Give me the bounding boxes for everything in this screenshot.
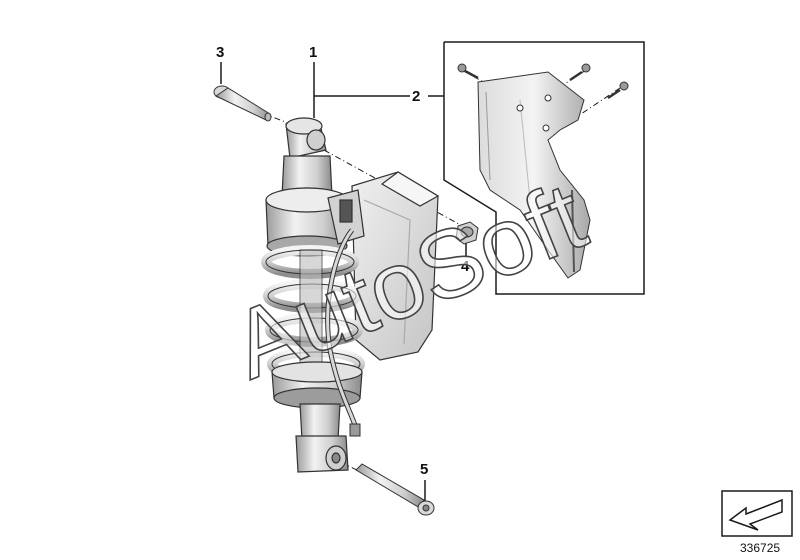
reservoir-tank [351,171,440,361]
callout-5: 5 [420,461,429,478]
bracket-detail-frame [443,41,645,295]
callout-3: 3 [216,44,225,61]
shock-absorber [261,117,365,473]
bracket-screws [457,63,629,100]
bolt-upper [213,85,272,122]
bolt-lower [355,463,435,516]
screw-b [569,63,591,82]
leader-lines [220,62,467,506]
hydraulic-hose [325,228,361,437]
reference-number: 336725 [740,541,781,555]
screw-a [457,63,479,80]
nut-part [455,221,479,245]
arrow-down-left-icon[interactable] [721,490,793,537]
callout-1: 1 [309,44,318,61]
callout-4: 4 [461,258,470,275]
mounting-bracket [477,71,591,279]
screw-c [607,81,629,100]
callout-2: 2 [412,88,421,105]
